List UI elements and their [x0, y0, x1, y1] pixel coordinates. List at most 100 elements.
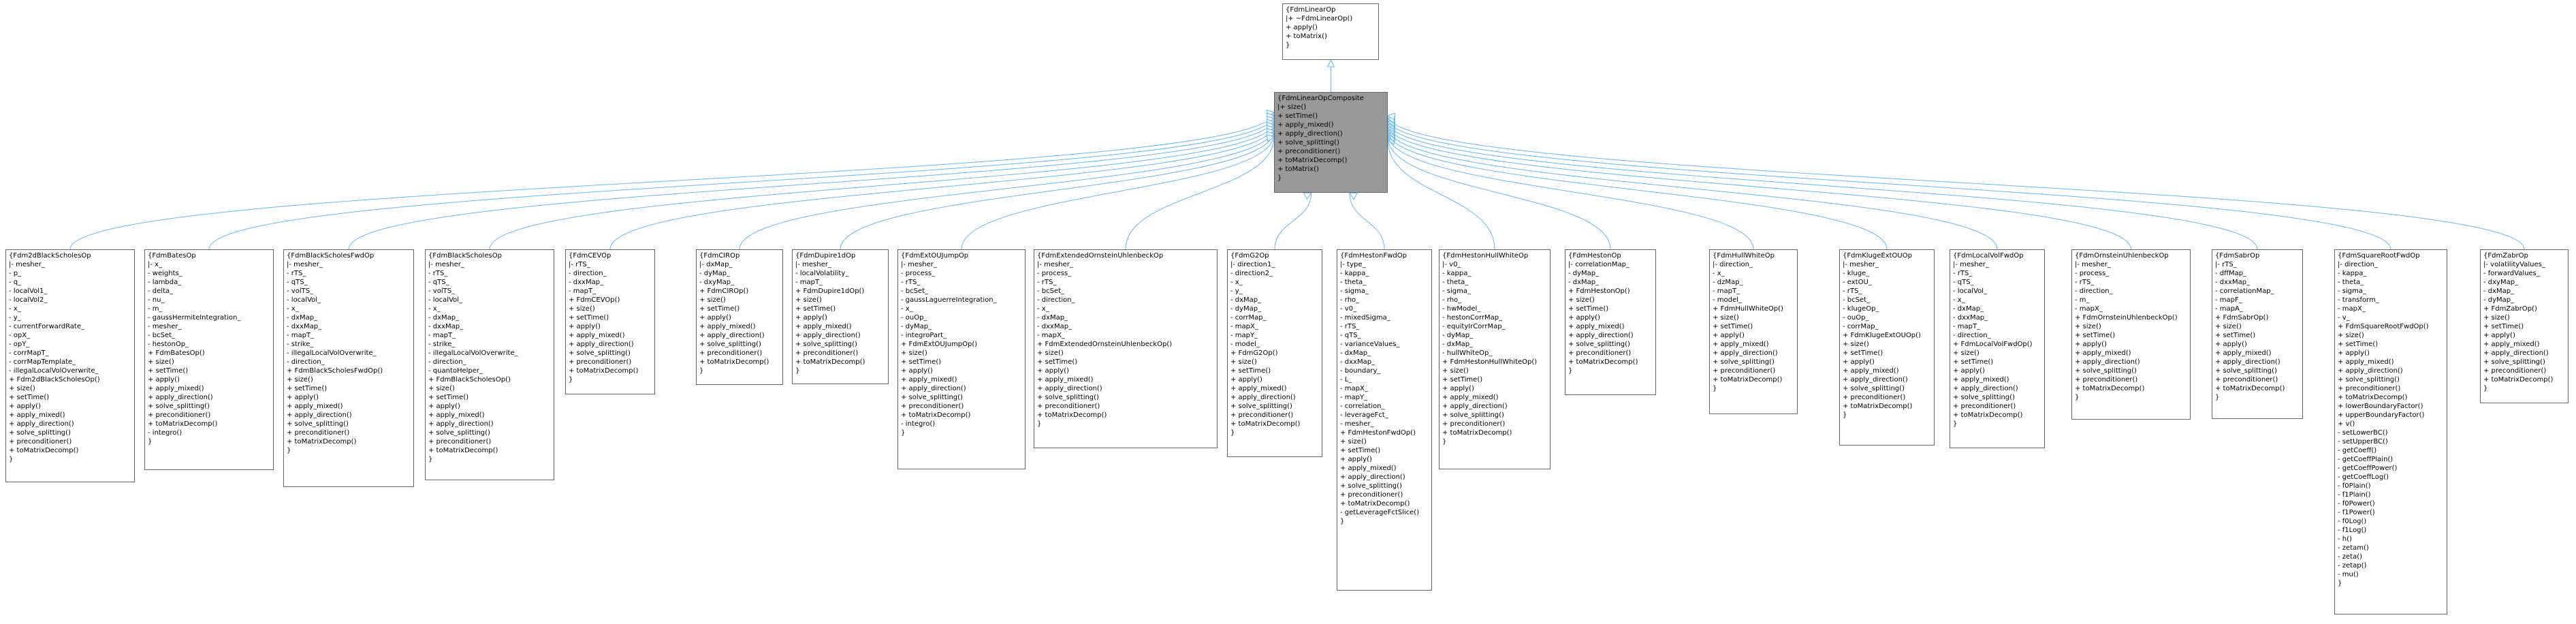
class-title[interactable]: {FdmKlugeExtOUOp — [1843, 252, 1912, 260]
class-box-fdm-cirop[interactable]: {FdmCIROp|- dxMap_- dyMap_- dxyMap_+ Fdm… — [696, 249, 783, 385]
class-member: + solve_splitting() — [699, 341, 761, 348]
class-title[interactable]: {FdmBatesOp — [148, 252, 196, 260]
class-member: - delta_ — [148, 287, 174, 295]
class-member: - strike_ — [287, 341, 314, 348]
class-member: + lowerBoundaryFactor() — [2338, 403, 2423, 410]
class-member: + apply_direction() — [428, 420, 494, 428]
class-member: |- dxMap_ — [699, 261, 733, 268]
class-title[interactable]: {FdmHestonFwdOp — [1340, 252, 1407, 260]
class-title[interactable]: {FdmHullWhiteOp — [1713, 252, 1775, 260]
class-member: + preconditioner() — [9, 438, 72, 446]
class-member: + setTime() — [1037, 358, 1078, 366]
class-member: - getCoeff() — [2338, 447, 2377, 454]
class-box-fdm-local-vol-fwd-op[interactable]: {FdmLocalVolFwdOp|- mesher_- rTS_- qTS_-… — [1950, 249, 2045, 448]
class-member: + apply_direction() — [1442, 403, 1508, 410]
class-title[interactable]: {FdmCIROp — [699, 252, 740, 260]
class-box-fdm-sabr-op[interactable]: {FdmSabrOp|- rTS_- dffMap_- dxxMap_- cor… — [2212, 249, 2303, 419]
class-box-fdm-heston-fwd-op[interactable]: {FdmHestonFwdOp|- type_- kappa_- theta_-… — [1337, 249, 1432, 591]
class-title[interactable]: {FdmHestonOp — [1568, 252, 1621, 260]
class-title[interactable]: {FdmLocalVolFwdOp — [1953, 252, 2024, 260]
class-title[interactable]: {FdmSabrOp — [2215, 252, 2260, 260]
class-title[interactable]: {FdmCEVOp — [569, 252, 611, 260]
class-member: |- rTS_ — [2215, 261, 2237, 268]
class-member: + FdmZabrOp() — [2483, 305, 2537, 313]
class-member: + apply_mixed() — [1568, 323, 1625, 330]
class-title[interactable]: {FdmOrnsteinUhlenbeckOp — [2075, 252, 2169, 260]
class-member: - getCoeffPower() — [2338, 465, 2398, 472]
class-member: - rho_ — [1442, 296, 1462, 304]
edge-fdm2d-black-scholes-op — [69, 112, 1275, 250]
class-title[interactable]: {FdmHestonHullWhiteOp — [1442, 252, 1529, 260]
class-title[interactable]: {FdmExtendedOrnsteinUhlenbeckOp — [1037, 252, 1164, 260]
class-box-fdm-extended-ornstein-uhlenbeck-op[interactable]: {FdmExtendedOrnsteinUhlenbeckOp|- mesher… — [1034, 249, 1218, 448]
class-box-fdm-heston-op[interactable]: {FdmHestonOp|- correlationMap_- dyMap_- … — [1565, 249, 1656, 395]
class-member: - equityIrCorrMap_ — [1442, 323, 1506, 330]
class-member: + FdmDupire1dOp() — [795, 287, 865, 295]
class-member: |- direction1_ — [1230, 261, 1275, 268]
class-box-fdm2d-black-scholes-op[interactable]: {Fdm2dBlackScholesOp|- mesher_- p_- q_- … — [5, 249, 135, 482]
class-title[interactable]: {Fdm2dBlackScholesOp — [9, 252, 91, 260]
class-member: + Fdm2dBlackScholesOp() — [9, 376, 100, 384]
class-title[interactable]: {FdmBlackScholesOp — [428, 252, 502, 260]
class-member: + toMatrixDecomp() — [901, 411, 971, 419]
class-title[interactable]: {FdmG2Op — [1230, 252, 1269, 260]
class-member: + setTime() — [1277, 112, 1318, 120]
class-member: - rTS_ — [1340, 323, 1360, 330]
class-box-fdm-heston-hull-white-op[interactable]: {FdmHestonHullWhiteOp|- v0_- kappa_- the… — [1439, 249, 1551, 469]
class-member: - lambda_ — [148, 279, 182, 286]
class-box-fdm-ext-oujump-op[interactable]: {FdmExtOUJumpOp|- mesher_- process_- rTS… — [897, 249, 1025, 469]
class-box-fdm-kluge-ext-ouop[interactable]: {FdmKlugeExtOUOp|- mesher_- kluge_- extO… — [1839, 249, 1935, 446]
class-box-close: } — [287, 447, 291, 454]
class-member: - ouOp_ — [901, 314, 927, 322]
class-member: + FdmG2Op() — [1230, 349, 1278, 357]
class-member: - extOU_ — [1843, 279, 1872, 286]
class-box-fdm-dupire1d-op[interactable]: {FdmDupire1dOp|- mesher_- localVolatilit… — [792, 249, 889, 384]
class-title[interactable]: {FdmBlackScholesFwdOp — [287, 252, 375, 260]
class-member: - x_ — [901, 305, 913, 313]
class-box-fdm-cevop[interactable]: {FdmCEVOp|- rTS_- direction_- dxxMap_- m… — [565, 249, 655, 394]
arrowhead-fdm-g2-op — [1303, 192, 1312, 200]
class-member: |- x_ — [148, 261, 163, 268]
class-title[interactable]: {FdmSquareRootFwdOp — [2338, 252, 2420, 260]
class-member: + apply_mixed() — [1442, 394, 1499, 401]
class-box-fdm-linear-op[interactable]: {FdmLinearOp|+ ~FdmLinearOp()+ apply()+ … — [1282, 3, 1379, 60]
class-member: + apply_mixed() — [1713, 341, 1769, 348]
class-member: - mixedSigma_ — [1340, 314, 1390, 322]
class-member: + toMatrixDecomp() — [795, 358, 865, 366]
arrowhead-fdm-heston-fwd-op — [1349, 192, 1358, 200]
class-box-fdm-g2-op[interactable]: {FdmG2Op|- direction1_- direction2_- x_-… — [1227, 249, 1322, 457]
class-box-fdm-black-scholes-fwd-op[interactable]: {FdmBlackScholesFwdOp|- mesher_- rTS_- q… — [283, 249, 414, 487]
class-member: - mapX_ — [2338, 305, 2366, 313]
class-member: - localVol_ — [1953, 287, 1988, 295]
class-member: + preconditioner() — [1340, 491, 1403, 499]
class-box-fdm-black-scholes-op[interactable]: {FdmBlackScholesOp|- mesher_- rTS_- qTS_… — [425, 249, 554, 480]
class-member: + apply_mixed() — [2075, 349, 2131, 357]
class-member: - h() — [2338, 535, 2352, 543]
class-member: - kappa_ — [2338, 270, 2367, 277]
class-box-fdm-square-root-fwd-op[interactable]: {FdmSquareRootFwdOp|- direction_- kappa_… — [2334, 249, 2447, 614]
class-title[interactable]: {FdmDupire1dOp — [795, 252, 856, 260]
class-member: + FdmCIROp() — [699, 287, 749, 295]
class-title[interactable]: {FdmZabrOp — [2483, 252, 2528, 260]
class-box-fdm-zabr-op[interactable]: {FdmZabrOp|- volatilityValues_- forwardV… — [2480, 249, 2569, 403]
class-box-fdm-linear-op-composite[interactable]: {FdmLinearOpComposite|+ size()+ setTime(… — [1274, 92, 1388, 193]
class-box-fdm-ornstein-uhlenbeck-op[interactable]: {FdmOrnsteinUhlenbeckOp|- mesher_- proce… — [2071, 249, 2191, 420]
class-member: + solve_splitting() — [569, 349, 631, 357]
class-member: + setTime() — [2075, 332, 2116, 339]
edge-fdm-ext-oujump-op — [961, 134, 1275, 250]
class-member: - m_ — [148, 305, 163, 313]
class-member: + solve_splitting() — [2338, 376, 2400, 384]
class-box-fdm-bates-op[interactable]: {FdmBatesOp|- x_- weights_- lambda_- del… — [144, 249, 274, 470]
class-member: - ouOp_ — [1843, 314, 1869, 322]
class-title[interactable]: {FdmLinearOp — [1286, 6, 1336, 14]
class-box-fdm-hull-white-op[interactable]: {FdmHullWhiteOp|- direction_- x_- dzMap_… — [1709, 249, 1798, 414]
class-member: - mapX_ — [1037, 332, 1065, 339]
class-member: |- direction_ — [1713, 261, 1753, 268]
class-box-close: } — [1286, 42, 1290, 49]
class-title[interactable]: {FdmLinearOpComposite — [1277, 95, 1364, 102]
edge-fdm-zabr-op — [1387, 115, 2525, 250]
class-title[interactable]: {FdmExtOUJumpOp — [901, 252, 969, 260]
class-member: + apply_direction() — [1037, 385, 1102, 392]
class-member: + apply_mixed() — [1277, 121, 1334, 129]
class-member: + solve_splitting() — [428, 429, 490, 437]
